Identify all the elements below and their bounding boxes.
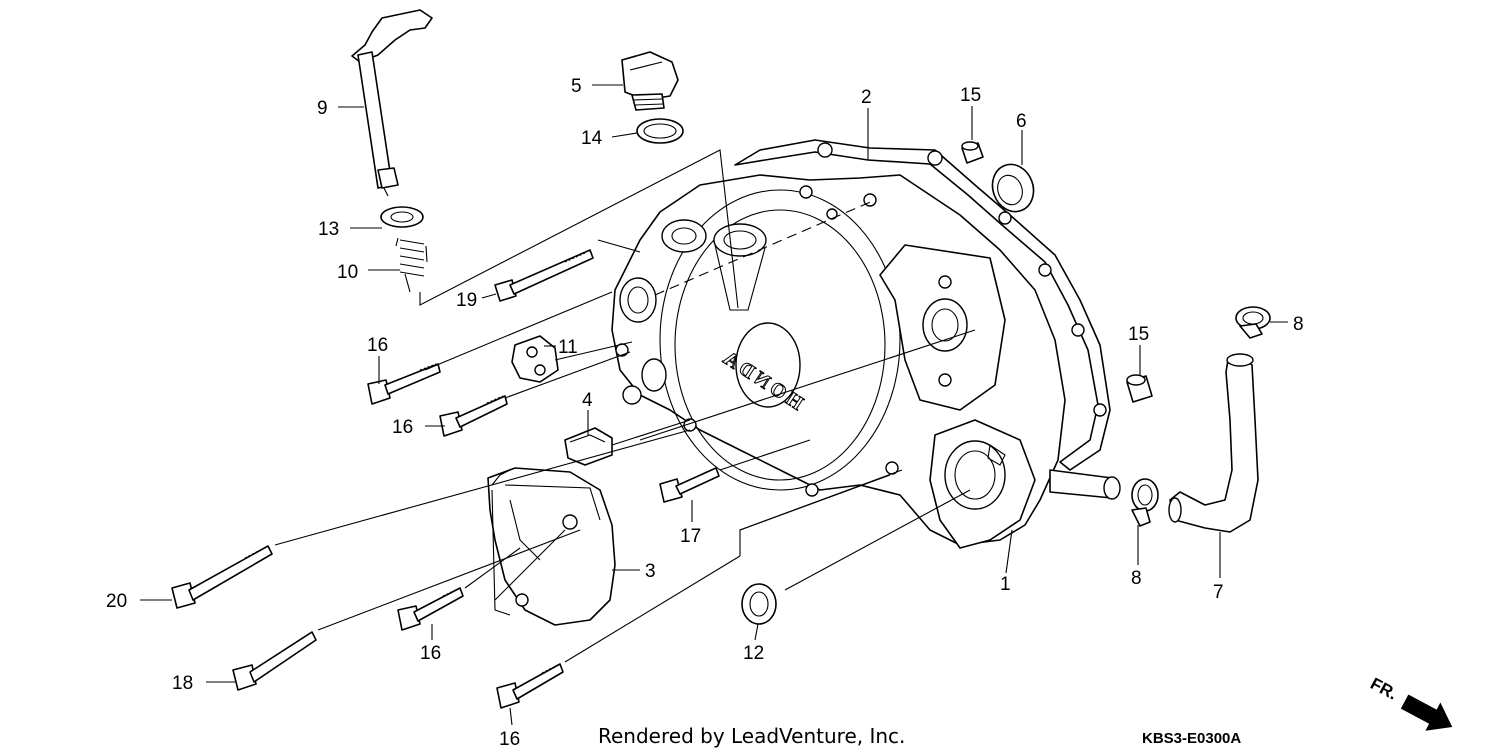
washer-part-13 [380, 206, 424, 228]
bolt-part-18 [232, 631, 317, 691]
spring-part-10 [395, 237, 428, 293]
front-direction-indicator: FR. [1367, 674, 1453, 731]
bracket-part-11 [511, 335, 559, 383]
callout-8-upper: 8 [1293, 314, 1304, 335]
callout-16-c: 16 [420, 643, 441, 664]
callout-9: 9 [317, 98, 328, 119]
callout-20: 20 [106, 591, 127, 612]
callout-16-d: 16 [499, 729, 520, 750]
callout-11: 11 [558, 337, 578, 358]
front-arrow-icon [1400, 694, 1453, 731]
diagram-code: KBS3-E0300A [1142, 730, 1241, 747]
cover-plate-part-3 [487, 467, 616, 626]
gasket-part-2 [734, 139, 1111, 471]
oil-seal-part-6 [991, 163, 1035, 213]
callout-3: 3 [645, 561, 656, 582]
oil-filler-cap-part-5 [621, 51, 679, 111]
callout-5: 5 [571, 76, 582, 97]
callout-2: 2 [861, 87, 872, 108]
footer-credit: Rendered by LeadVenture, Inc. [598, 724, 905, 748]
callout-1: 1 [1000, 574, 1011, 595]
bolt-part-16-a [367, 363, 441, 405]
callout-13: 13 [318, 219, 339, 240]
bolt-part-16-d [496, 663, 564, 709]
callout-15-upper: 15 [960, 85, 981, 106]
dowel-pin-part-15-upper [961, 141, 984, 164]
callout-16-b: 16 [392, 417, 413, 438]
right-crankcase-cover-part-1: HONDA [611, 174, 1121, 549]
callout-19: 19 [456, 290, 477, 311]
front-direction-label: FR. [1367, 674, 1400, 704]
callout-6: 6 [1016, 111, 1027, 132]
water-hose-part-7 [1168, 353, 1259, 533]
clip-part-4 [564, 427, 613, 466]
bolt-part-17 [659, 467, 720, 503]
callout-18: 18 [172, 673, 193, 694]
callout-4: 4 [582, 390, 593, 411]
hose-clamp-part-8-lower [1131, 478, 1159, 527]
callout-14: 14 [581, 128, 603, 149]
callout-labels: 1 2 3 4 5 6 7 8 8 9 10 11 12 13 14 15 15… [106, 76, 1304, 750]
callout-8-lower: 8 [1131, 568, 1142, 589]
callout-15-lower: 15 [1128, 324, 1149, 345]
oil-seal-part-12 [741, 583, 777, 625]
callout-17: 17 [680, 526, 701, 547]
callout-10: 10 [337, 262, 358, 283]
bolt-part-19 [494, 249, 594, 302]
bolt-part-20 [171, 545, 273, 609]
bolt-part-16-c [397, 587, 464, 631]
shaft-part-9 [351, 9, 433, 197]
hose-clamp-part-8-upper [1235, 306, 1271, 339]
callout-7: 7 [1213, 582, 1224, 603]
o-ring-part-14 [636, 118, 684, 144]
callout-16-a: 16 [367, 335, 388, 356]
dowel-pin-part-15-lower [1126, 374, 1153, 403]
leader-lines [140, 84, 1288, 726]
bolt-part-16-b [439, 395, 508, 437]
callout-12: 12 [743, 643, 764, 664]
